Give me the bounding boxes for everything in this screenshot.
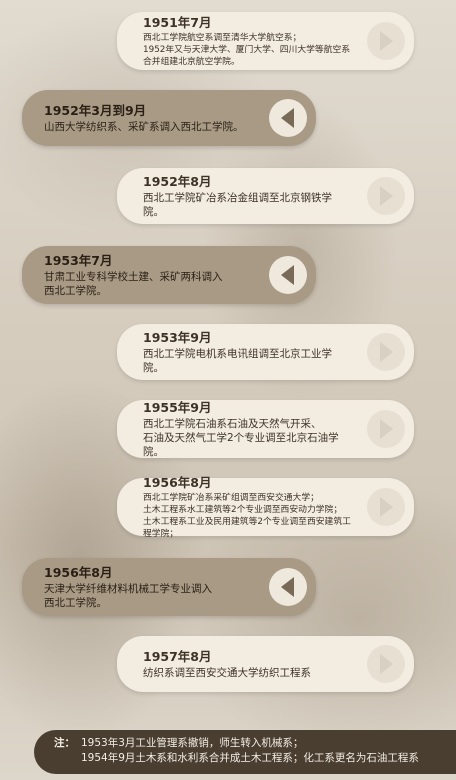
timeline-item-1957-08: 1957年8月 纺织系调至西安交通大学纺织工程系: [117, 636, 414, 692]
footnote-line: 1954年9月土木系和水利系合并成土木工程系；化工系更名为石油工程系: [81, 752, 419, 764]
chevron-left-icon[interactable]: [269, 99, 307, 137]
timeline-item-1951-07: 1951年7月 西北工学院航空系调至清华大学航空系； 1952年又与天津大学、厦…: [117, 12, 414, 70]
footnote-label: 注：: [54, 737, 75, 749]
timeline-date: 1956年8月: [143, 474, 212, 490]
chevron-right-icon[interactable]: [367, 488, 405, 526]
timeline-item-content: 1953年9月 西北工学院电机系电讯组调至北京工业学院。: [117, 330, 358, 375]
timeline-date: 1952年3月到9月: [44, 102, 147, 118]
timeline-date: 1956年8月: [44, 564, 113, 580]
timeline-date: 1952年8月: [143, 173, 212, 189]
chevron-left-icon[interactable]: [269, 256, 307, 294]
footnote-lines: 1953年3月工业管理系撤销，师生转入机械系； 1954年9月土木系和水利系合并…: [81, 736, 419, 774]
timeline-description: 天津大学纤维材料机械工学专业调入 西北工学院。: [44, 582, 212, 609]
chevron-right-icon[interactable]: [367, 177, 405, 215]
timeline-description: 西北工学院矿冶系冶金组调至北京钢铁学院。: [143, 191, 332, 218]
timeline-item-1956-08-a: 1956年8月 西北工学院矿冶系采矿组调至西安交通大学； 土木工程系水工建筑等2…: [117, 475, 414, 539]
footnote-line: 1953年3月工业管理系撤销，师生转入机械系；: [81, 737, 304, 749]
timeline-item-1955-09: 1955年9月 西北工学院石油系石油及天然气开采、 石油及天然气工学2个专业调至…: [117, 400, 414, 458]
timeline-description: 甘肃工业专科学校土建、采矿两科调入 西北工学院。: [44, 270, 223, 297]
timeline-date: 1957年8月: [143, 648, 212, 664]
timeline-date: 1955年9月: [143, 399, 212, 415]
timeline-item-content: 1953年7月 甘肃工业专科学校土建、采矿两科调入 西北工学院。: [22, 253, 260, 298]
timeline-description: 山西大学纺织系、采矿系调入西北工学院。: [44, 120, 244, 133]
timeline-date: 1953年9月: [143, 329, 212, 345]
timeline-item-1956-08-b: 1956年8月 天津大学纤维材料机械工学专业调入 西北工学院。: [22, 558, 316, 616]
chevron-right-icon[interactable]: [367, 410, 405, 448]
timeline-description: 西北工学院石油系石油及天然气开采、 石油及天然气工学2个专业调至北京石油学院。: [143, 417, 339, 458]
timeline-date: 1953年7月: [44, 252, 113, 268]
timeline-description: 西北工学院航空系调至清华大学航空系； 1952年又与天津大学、厦门大学、四川大学…: [143, 32, 351, 67]
timeline-item-content: 1952年3月到9月 山西大学纺织系、采矿系调入西北工学院。: [22, 103, 260, 134]
timeline-description: 西北工学院电机系电讯组调至北京工业学院。: [143, 347, 332, 374]
chevron-right-icon[interactable]: [367, 22, 405, 60]
timeline-description: 西北工学院矿冶系采矿组调至西安交通大学； 土木工程系水工建筑等2个专业调至西安动…: [143, 492, 351, 539]
chevron-right-icon[interactable]: [367, 333, 405, 371]
timeline-item-content: 1955年9月 西北工学院石油系石油及天然气开采、 石油及天然气工学2个专业调至…: [117, 400, 358, 459]
timeline-item-content: 1957年8月 纺织系调至西安交通大学纺织工程系: [117, 649, 358, 680]
timeline-item-1952-03: 1952年3月到9月 山西大学纺织系、采矿系调入西北工学院。: [22, 90, 316, 146]
timeline-item-1953-07: 1953年7月 甘肃工业专科学校土建、采矿两科调入 西北工学院。: [22, 246, 316, 304]
timeline-item-content: 1956年8月 西北工学院矿冶系采矿组调至西安交通大学； 土木工程系水工建筑等2…: [117, 475, 358, 540]
timeline-description: 纺织系调至西安交通大学纺织工程系: [143, 666, 311, 679]
timeline-item-content: 1952年8月 西北工学院矿冶系冶金组调至北京钢铁学院。: [117, 174, 358, 219]
timeline-date: 1951年7月: [143, 14, 212, 30]
footnote-box: 注： 1953年3月工业管理系撤销，师生转入机械系； 1954年9月土木系和水利…: [34, 730, 456, 774]
timeline-item-1953-09: 1953年9月 西北工学院电机系电讯组调至北京工业学院。: [117, 324, 414, 380]
timeline-item-1952-08: 1952年8月 西北工学院矿冶系冶金组调至北京钢铁学院。: [117, 168, 414, 224]
chevron-left-icon[interactable]: [269, 568, 307, 606]
timeline-item-content: 1951年7月 西北工学院航空系调至清华大学航空系； 1952年又与天津大学、厦…: [117, 15, 358, 68]
timeline-item-content: 1956年8月 天津大学纤维材料机械工学专业调入 西北工学院。: [22, 565, 260, 610]
chevron-right-icon[interactable]: [367, 645, 405, 683]
